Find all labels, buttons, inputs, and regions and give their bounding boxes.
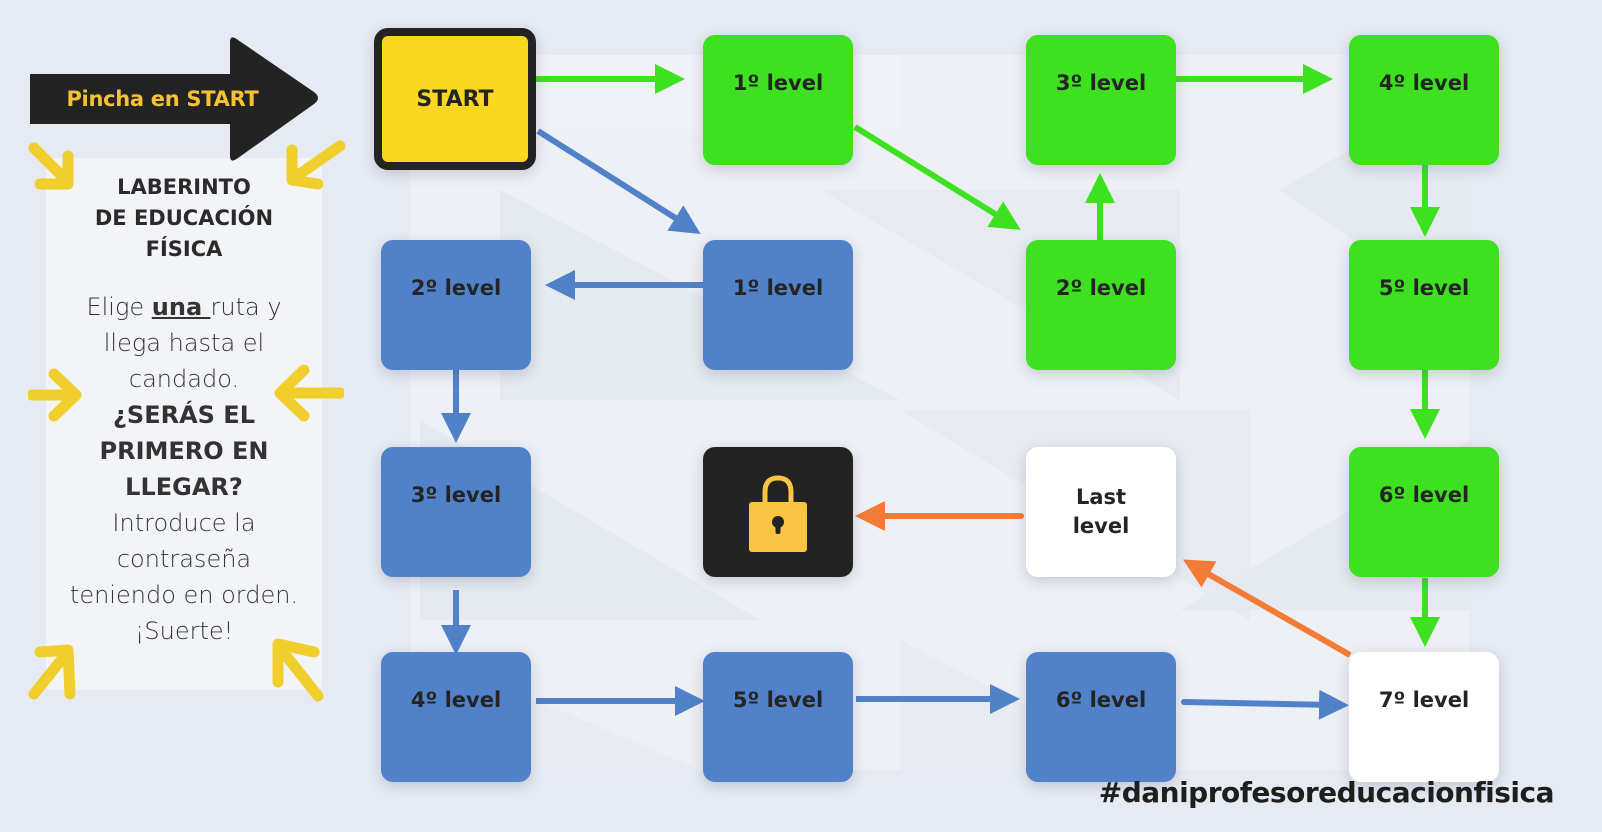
big-arrow-icon: [30, 37, 318, 161]
green-level-3[interactable]: 3º level: [1026, 35, 1176, 165]
tile-label: 5º level: [732, 688, 824, 712]
green-level-6[interactable]: 6º level: [1349, 447, 1499, 577]
challenge-line: ¿SERÁS EL: [113, 401, 255, 429]
tile-label: 1º level: [732, 71, 824, 95]
instructions-text: Elige una ruta y llega hasta el candado.…: [46, 289, 322, 649]
tile-label: 4º level: [410, 688, 502, 712]
instruction-line: Introduce la: [112, 509, 256, 537]
start-button[interactable]: START: [374, 28, 536, 170]
arrow-start-to-blue-1: [536, 128, 701, 235]
arrow-blue-6-to-7: [1181, 689, 1349, 720]
challenge-line: PRIMERO EN: [99, 437, 269, 465]
yellow-arrow-icon: [274, 364, 344, 422]
blue-level-4[interactable]: 4º level: [381, 652, 531, 782]
arrow-green-1-to-green-2: [853, 124, 1021, 230]
author-hashtag: #daniprofesoreducacionfisica: [1098, 776, 1555, 809]
green-level-1[interactable]: 1º level: [703, 35, 853, 165]
yellow-arrow-icon: [28, 142, 74, 190]
title-line: DE EDUCACIÓN: [94, 206, 274, 230]
tile-label: 3º level: [1055, 71, 1147, 95]
instruction-line: ¡Suerte!: [134, 617, 234, 645]
tile-label: 6º level: [1055, 688, 1147, 712]
title-line: LABERINTO: [117, 175, 251, 199]
tile-label: 2º level: [1055, 276, 1147, 300]
blue-level-5[interactable]: 5º level: [703, 652, 853, 782]
green-level-2[interactable]: 2º level: [1026, 240, 1176, 370]
lock-tile[interactable]: [703, 447, 853, 577]
tile-label: 5º level: [1378, 276, 1470, 300]
green-level-4[interactable]: 4º level: [1349, 35, 1499, 165]
blue-level-3[interactable]: 3º level: [381, 447, 531, 577]
text-elige: Elige: [86, 293, 152, 321]
last-level[interactable]: Last level: [1026, 447, 1176, 577]
instruction-line: Elige una ruta y: [46, 289, 322, 325]
yellow-arrow-icon: [28, 368, 82, 422]
instructions-panel: LABERINTO DE EDUCACIÓN FÍSICA Elige una …: [46, 158, 322, 690]
instruction-line: teniendo en orden.: [69, 581, 299, 609]
text-ruta: ruta y: [210, 293, 282, 321]
start-label: START: [416, 86, 494, 112]
tile-label: 1º level: [732, 276, 824, 300]
blue-level-6[interactable]: 6º level: [1026, 652, 1176, 782]
level-7[interactable]: 7º level: [1349, 652, 1499, 782]
game-title: LABERINTO DE EDUCACIÓN FÍSICA: [46, 172, 322, 265]
challenge-line: LLEGAR?: [125, 473, 243, 501]
start-hint-banner: Pincha en START: [30, 34, 325, 166]
instruction-line: candado.: [128, 365, 240, 393]
blue-level-1[interactable]: 1º level: [703, 240, 853, 370]
yellow-arrow-icon: [272, 638, 324, 702]
padlock-icon: [749, 475, 807, 552]
tile-label: 3º level: [410, 483, 502, 507]
tile-label: 6º level: [1378, 483, 1470, 507]
start-hint-label: Pincha en START: [66, 87, 259, 111]
tile-label: Last level: [1073, 483, 1130, 577]
tile-label: 4º level: [1378, 71, 1470, 95]
tile-label: 7º level: [1378, 688, 1470, 712]
arrow-7-to-last-level: [1182, 559, 1352, 658]
title-line: FÍSICA: [145, 237, 223, 261]
tile-label: 2º level: [410, 276, 502, 300]
green-level-5[interactable]: 5º level: [1349, 240, 1499, 370]
yellow-arrow-icon: [28, 644, 76, 700]
blue-level-2[interactable]: 2º level: [381, 240, 531, 370]
instruction-line: llega hasta el: [103, 329, 265, 357]
tile-label-line: Last: [1075, 485, 1127, 509]
instruction-line: contraseña: [116, 545, 252, 573]
yellow-arrow-icon: [286, 140, 346, 190]
tile-label-line: level: [1072, 514, 1130, 538]
text-una-emphasis: una: [151, 293, 211, 321]
